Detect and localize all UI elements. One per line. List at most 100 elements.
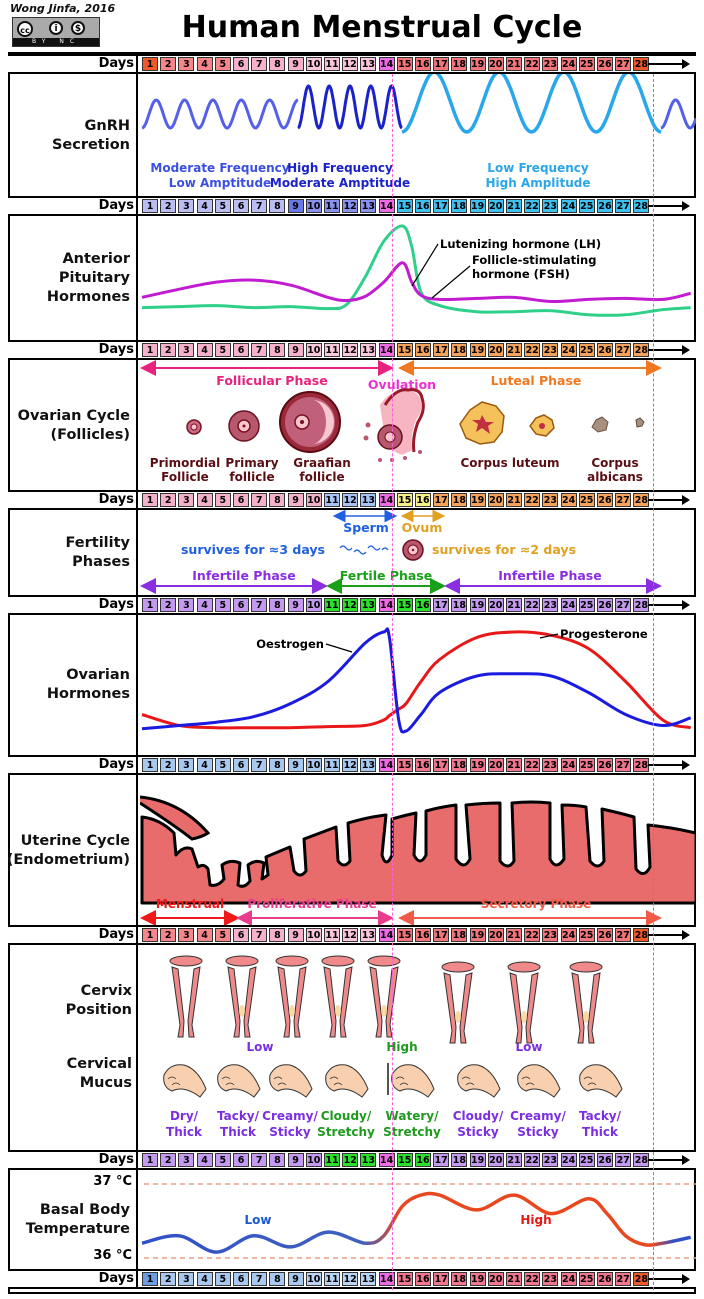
label-line: Hormones [46,686,130,702]
secretory-label: Secretory Phase [481,897,592,911]
fertility-illustration: Sperm Ovum survives for ≈3 days survives… [140,510,662,594]
days-label: Days [8,927,138,943]
day-cell-10: 10 [305,1272,322,1286]
day-cell-6: 6 [233,493,249,507]
day-cell-6: 6 [233,1272,249,1286]
day-cell-18: 18 [451,1272,468,1286]
day-cell-9: 9 [287,493,304,507]
label-line: Cervical [66,1056,132,1072]
day-cell-6: 6 [233,1153,249,1167]
day-cell-1: 1 [142,493,158,507]
day-cell-17: 17 [433,57,450,71]
ovum-survival-text: survives for ≈2 days [432,542,576,557]
day-cell-17: 17 [433,343,450,357]
day-cell-23: 23 [542,1153,559,1167]
day-cell-21: 21 [506,199,522,213]
days-label: Days [8,342,138,358]
day-cell-23: 23 [542,493,559,507]
day-cell-28: 28 [633,598,650,612]
ovulation-day-line [392,74,393,1290]
day-cell-13: 13 [360,758,377,772]
day-cell-8: 8 [269,1272,286,1286]
label-line: Pituitary [58,270,130,286]
day-cell-19: 19 [469,57,486,71]
day-cell-10: 10 [305,928,322,942]
bbt-chart: Low High [141,1183,696,1259]
day-cell-14: 14 [378,758,395,772]
day-cell-21: 21 [506,1272,522,1286]
day-cell-4: 4 [196,598,213,612]
luteal-phase-label: Luteal Phase [491,373,582,388]
day-cell-27: 27 [615,343,632,357]
day-cell-17: 17 [433,758,450,772]
day-cell-27: 27 [615,1153,632,1167]
day-cell-23: 23 [542,199,559,213]
day-cell-2: 2 [160,199,177,213]
label-line: Anterior [62,251,130,267]
day-cell-1: 1 [142,1272,158,1286]
stage-label: Follicle [161,470,209,484]
days-label: Days [8,757,138,773]
day-cell-23: 23 [542,57,559,71]
day-cell-20: 20 [487,1153,504,1167]
day-cell-10: 10 [305,1153,322,1167]
cervical-mucus-hand-icon [387,1063,435,1098]
day-cell-24: 24 [560,343,577,357]
by-icon: i [49,21,63,35]
day-cell-5: 5 [214,343,231,357]
day-cell-10: 10 [305,758,322,772]
arrow-right-icon [648,201,690,211]
day-cell-18: 18 [451,199,468,213]
cervix-position-high: High [386,1040,417,1054]
day-cell-22: 22 [524,57,541,71]
day-cell-19: 19 [469,928,486,942]
corpus-luteum-icon [459,401,555,445]
day-cell-24: 24 [560,758,577,772]
day-cell-19: 19 [469,598,486,612]
day-cell-5: 5 [214,758,231,772]
day-cell-11: 11 [324,1272,340,1286]
ovum-icon [402,539,424,561]
days-label: Days [8,56,138,72]
day-cell-22: 22 [524,493,541,507]
day-cell-10: 10 [305,199,322,213]
ovulation-label: Ovulation [368,377,436,392]
day-cell-3: 3 [178,928,195,942]
day-cell-22: 22 [524,758,541,772]
arrow-right-icon [648,930,690,940]
cervix-icon [569,961,603,1044]
day-cell-12: 12 [342,343,359,357]
day-cell-20: 20 [487,57,504,71]
stage-label: Graafian [293,456,351,470]
arrow-right-icon [648,760,690,770]
day-cell-28: 28 [633,57,650,71]
day-cell-18: 18 [451,758,468,772]
endometrium-illustration: Menstrual Proliferative Phase Secretory … [140,795,696,926]
day-cell-16: 16 [415,1272,431,1286]
day-cell-26: 26 [597,493,613,507]
day-cell-27: 27 [615,57,632,71]
by-label: BY [31,38,52,45]
label-line: Phases [72,554,130,570]
sperm-label: Sperm [343,520,389,535]
day-cell-5: 5 [214,493,231,507]
lh-curve [141,224,691,317]
day-cell-28: 28 [633,758,650,772]
day-cell-24: 24 [560,598,577,612]
day-cell-25: 25 [578,343,595,357]
gnrh-wave-moderate [141,98,299,130]
day-cell-1: 1 [142,598,158,612]
day-cell-3: 3 [178,57,195,71]
cervix-icon [507,961,541,1044]
day-cell-1: 1 [142,928,158,942]
day-cell-8: 8 [269,598,286,612]
arrow-right-icon [648,600,690,610]
mucus-type-label: Tacky/ [579,1109,622,1123]
label-line: Secretion [51,136,130,153]
day-cell-18: 18 [451,598,468,612]
day-cell-18: 18 [451,928,468,942]
